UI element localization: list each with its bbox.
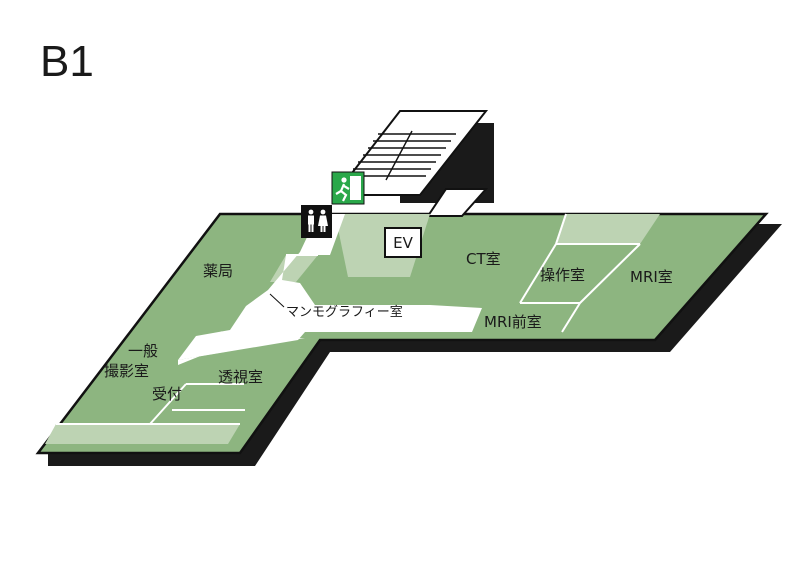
elevator-box	[384, 227, 422, 258]
elevator[interactable]: EV	[384, 227, 422, 258]
room-control[interactable]: 操作室	[540, 266, 585, 284]
room-labels: 薬局 マンモグラフィー室 CT室 操作室 MRI室 MRI前室 一般 撮影室 受…	[104, 250, 673, 403]
floor-outline	[35, 212, 769, 455]
room-general-xray-line2[interactable]: 撮影室	[104, 362, 149, 380]
restroom-icon[interactable]	[301, 205, 332, 238]
room-mri-front[interactable]: MRI前室	[484, 313, 542, 331]
room-mammography[interactable]: マンモグラフィー室	[286, 304, 403, 320]
room-dividers	[56, 213, 641, 425]
floor-label: B1	[40, 37, 94, 86]
mammography-pointer	[269, 293, 285, 308]
room-general-xray-line1[interactable]: 一般	[128, 342, 158, 360]
stair-landing	[426, 188, 489, 217]
emergency-exit-icon[interactable]	[331, 171, 365, 205]
room-pharmacy[interactable]: 薬局	[203, 262, 233, 280]
room-fluoroscopy[interactable]: 透視室	[218, 368, 263, 386]
room-mri[interactable]: MRI室	[630, 268, 673, 286]
room-ct[interactable]: CT室	[466, 250, 501, 268]
corridor[interactable]	[178, 214, 482, 365]
room-reception[interactable]: 受付	[152, 385, 182, 403]
elevator-label: EV	[393, 234, 413, 252]
